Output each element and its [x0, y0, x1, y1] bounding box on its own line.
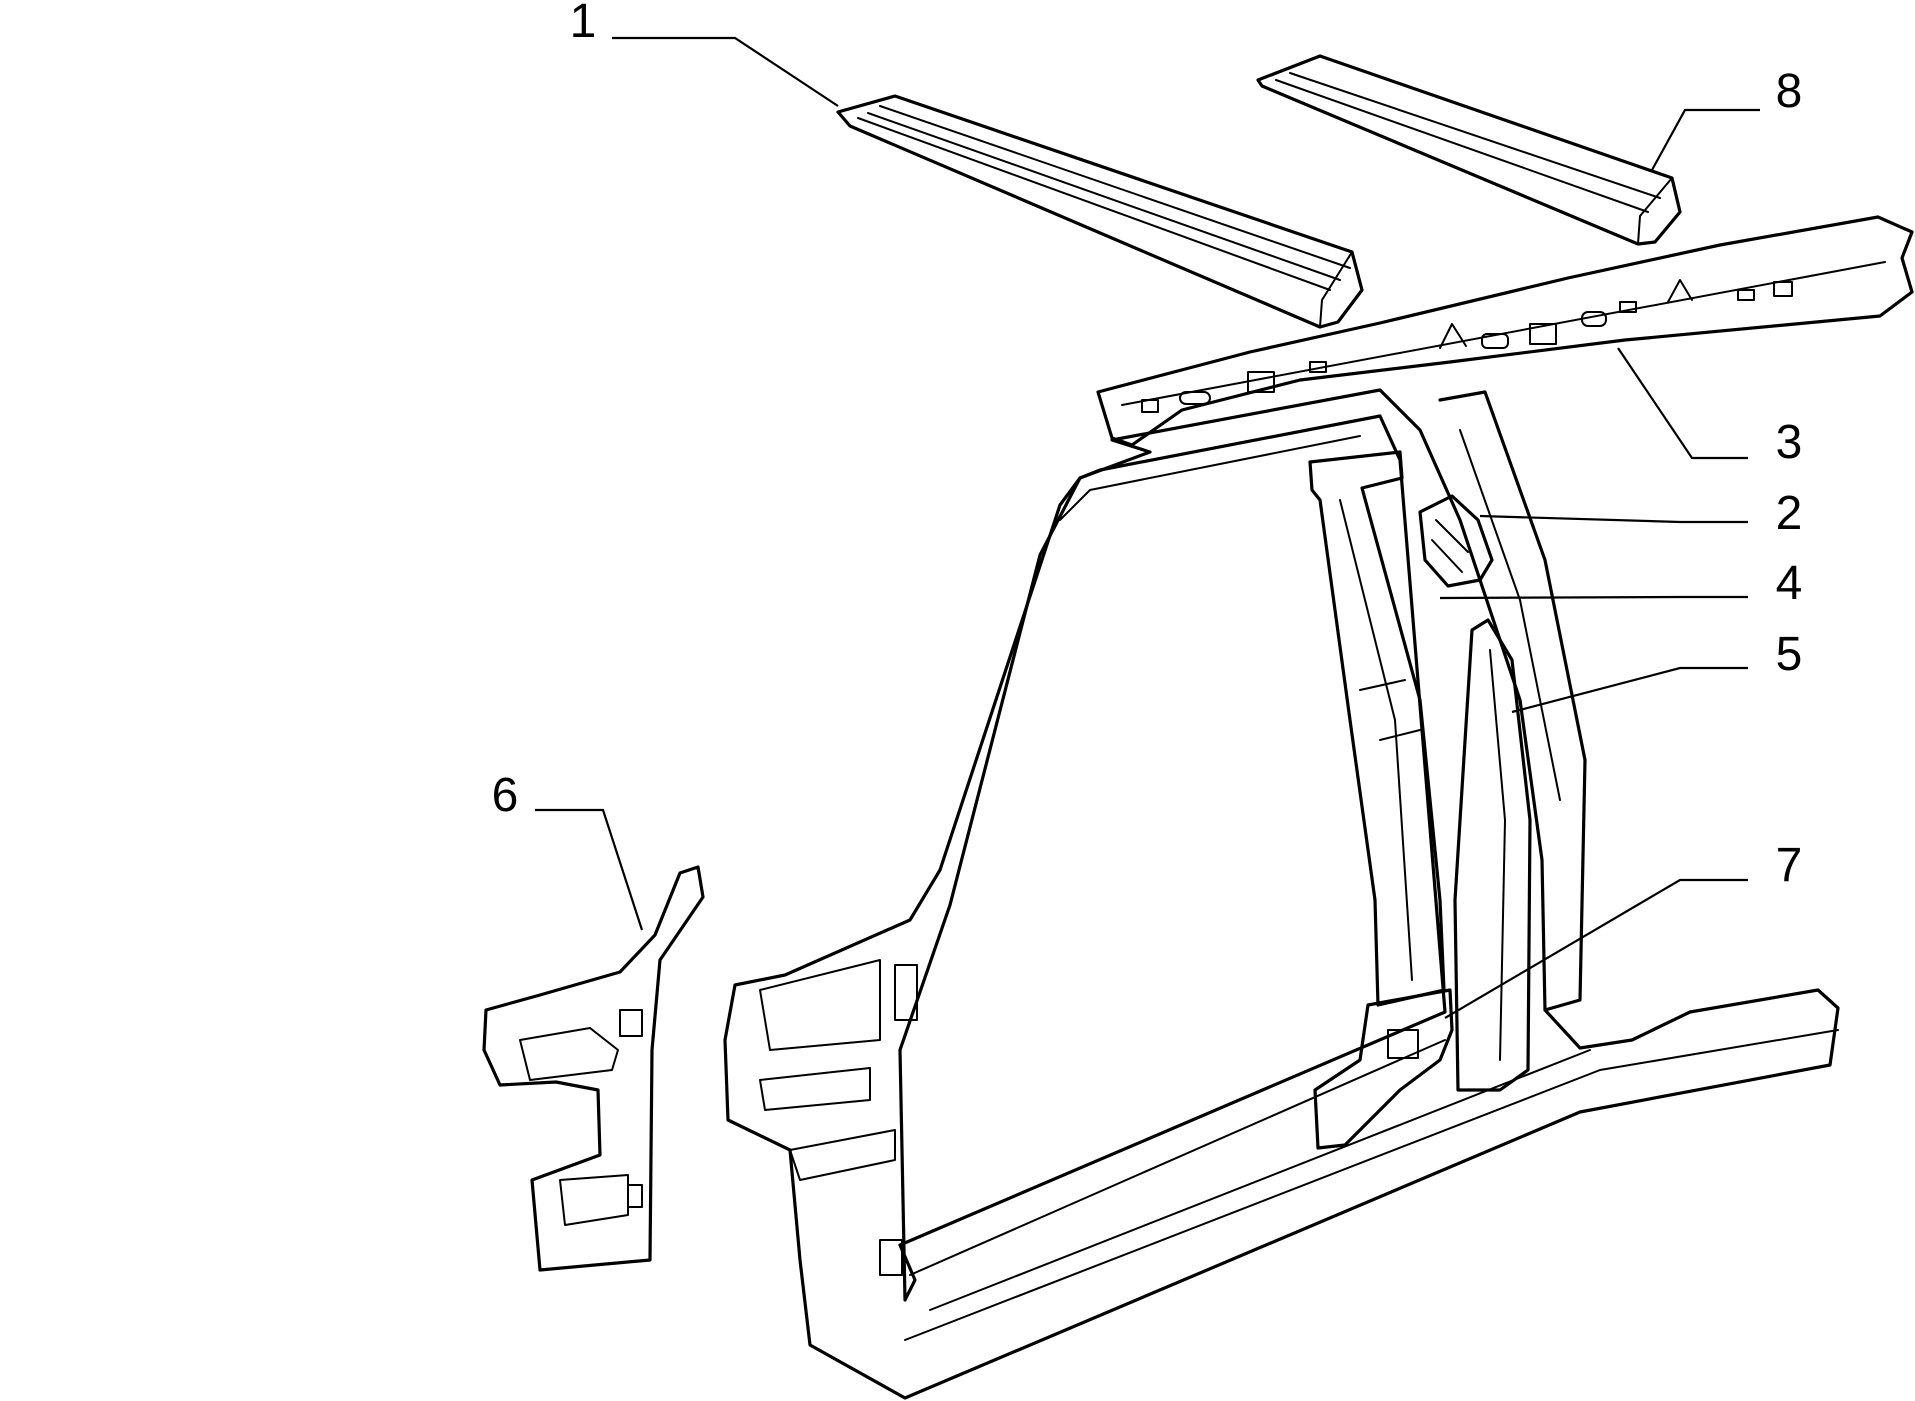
part-6-a-pillar-lower-reinforcement: [482, 865, 705, 1272]
callout-7-label: 7: [1775, 839, 1803, 892]
leader-7: [1444, 878, 1748, 1019]
leader-lines: [535, 36, 1760, 1019]
part-1-roof-rail-front: [836, 94, 1364, 329]
leader-5: [1511, 666, 1748, 714]
callout-8-label: 8: [1775, 65, 1803, 118]
leader-8: [1651, 108, 1760, 171]
part-5-b-pillar-inner-strip: [1453, 618, 1532, 1092]
callout-6-label: 6: [491, 769, 519, 822]
callout-3-label: 3: [1775, 416, 1803, 469]
part-2-bracket: [1418, 494, 1494, 588]
leader-6: [535, 808, 644, 931]
leader-3: [1617, 347, 1748, 460]
part-7-lower-bracket: [1313, 988, 1454, 1150]
leader-4: [1439, 595, 1748, 600]
leader-2: [1479, 514, 1748, 524]
callout-1-label: 1: [569, 0, 597, 48]
callout-5-label: 5: [1775, 628, 1803, 681]
callout-2-label: 2: [1775, 487, 1803, 540]
body-side-outer-panel: [723, 388, 1840, 1400]
part-8-roof-rail-rear: [1256, 54, 1682, 246]
part-3-roof-side-rail: [1096, 215, 1914, 447]
leader-1: [612, 36, 839, 107]
callout-4-label: 4: [1775, 557, 1803, 610]
